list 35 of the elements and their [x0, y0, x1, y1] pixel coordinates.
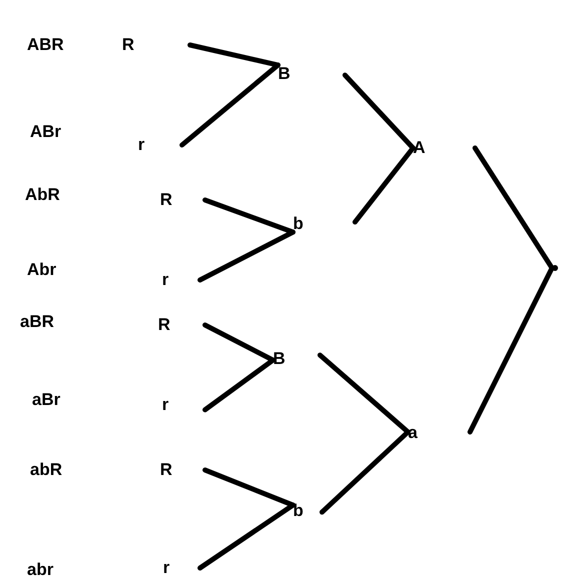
connector-line	[202, 198, 296, 235]
junction-point	[552, 265, 558, 271]
allele-label: R	[122, 33, 190, 57]
connector-line	[318, 352, 410, 434]
allele-label: R	[160, 458, 205, 482]
connector-line	[468, 266, 554, 434]
parent-allele-label: B	[273, 345, 320, 373]
genotype-label: abr	[27, 560, 54, 580]
allele-label: r	[138, 133, 182, 157]
genotype-label: Abr	[27, 260, 56, 280]
genotype-label: ABr	[30, 122, 62, 142]
connector-line	[320, 429, 410, 515]
connector-line	[202, 322, 276, 363]
genotype-label: aBR	[20, 312, 54, 332]
allele-label: R	[158, 313, 205, 337]
connector-line	[202, 468, 296, 508]
parent-allele-label: b	[293, 210, 355, 238]
parent-allele-label: a	[408, 420, 470, 446]
allele-label: R	[160, 188, 205, 212]
connector-line	[198, 502, 296, 570]
connector-line	[342, 72, 416, 150]
allele-label: r	[162, 268, 200, 292]
connector-line	[202, 358, 276, 412]
genotype-label: abR	[30, 460, 62, 480]
connector-line	[198, 230, 296, 282]
connector-line	[352, 146, 416, 225]
genotype-label: aBr	[32, 390, 60, 410]
parent-allele-label: A	[413, 135, 475, 161]
allele-label: r	[162, 393, 205, 417]
parent-allele-label: B	[278, 60, 345, 88]
genotype-label: ABR	[27, 35, 64, 55]
allele-label: r	[163, 556, 200, 580]
genotype-label: AbR	[25, 185, 60, 205]
connector-line	[180, 62, 280, 148]
connector-line	[472, 146, 554, 270]
